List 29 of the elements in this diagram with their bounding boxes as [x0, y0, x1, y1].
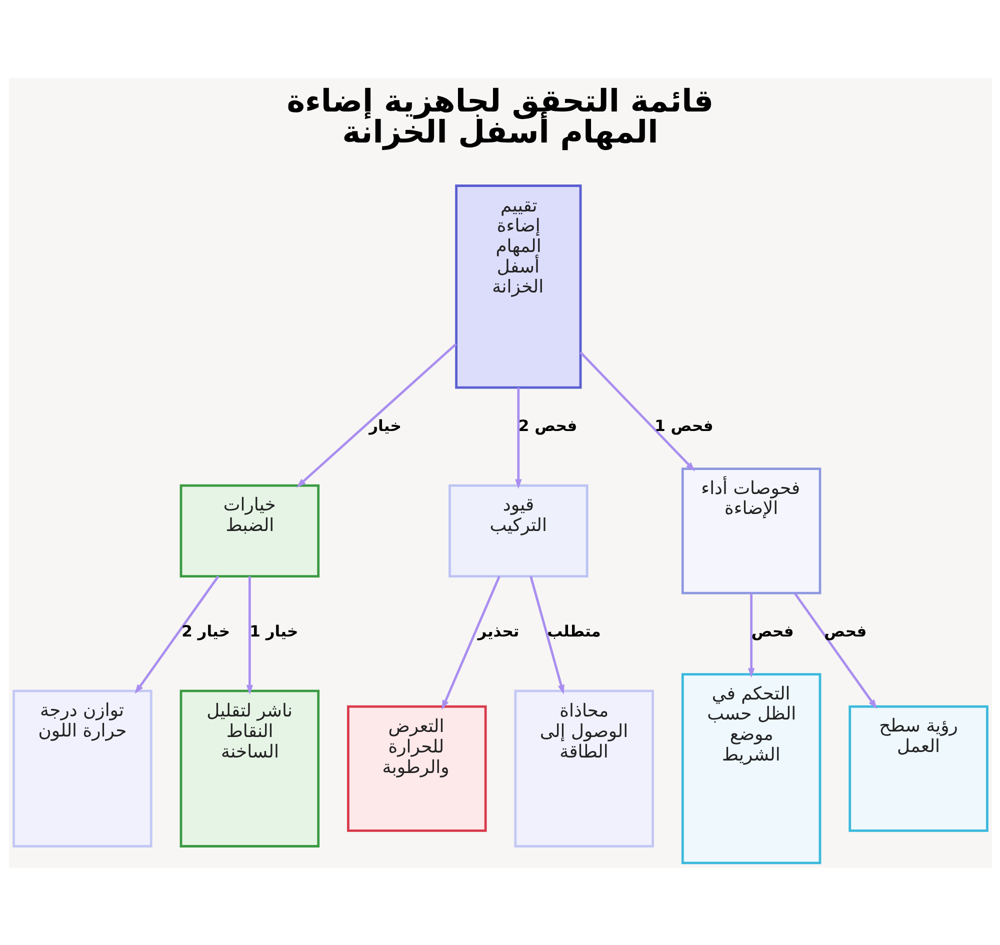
edge-label: خيار	[368, 416, 401, 435]
node-box: تقييم إضاءة المهام أسفل الخزانة	[454, 184, 582, 388]
edge-label: خيار 2	[181, 622, 230, 640]
arrow	[441, 575, 500, 710]
edge-label: تحذير	[477, 622, 519, 640]
node-box: رؤية سطح العمل	[848, 704, 988, 832]
node-box: ناشر لتقليل النقاط الساخنة	[179, 689, 320, 847]
node-box: التحكم في الظل حسب موضع الشريط	[680, 672, 821, 864]
node-box: فحوصات أداء الإضاءة	[680, 467, 821, 594]
edge-label: فحص 2	[518, 416, 577, 435]
edge-label: متطلب	[546, 622, 600, 640]
arrow	[747, 592, 754, 678]
arrow	[246, 576, 253, 694]
arrow	[514, 387, 522, 488]
arrow	[529, 576, 564, 694]
edge-label: خيار 1	[249, 622, 298, 640]
edge-label: فحص	[824, 622, 866, 640]
node-box: محاذاة الوصول إلى الطاقة	[514, 689, 654, 847]
node-box: خيارات الضبط	[179, 484, 320, 578]
arrow	[296, 342, 456, 488]
arrow	[134, 575, 219, 694]
node-box: التعرض للحرارة والرطوبة	[346, 704, 486, 832]
node-box: توازن درجة حرارة اللون	[12, 689, 152, 847]
node-box: قيود التركيب	[448, 484, 588, 578]
diagram-title: قائمة التحقق لجاهزية إضاءة المهام أسفل الخزانة	[286, 82, 714, 150]
edge-label: فحص 1	[654, 416, 713, 435]
arrow	[793, 592, 877, 709]
arrow	[579, 351, 695, 471]
edge-label: فحص	[750, 622, 794, 640]
